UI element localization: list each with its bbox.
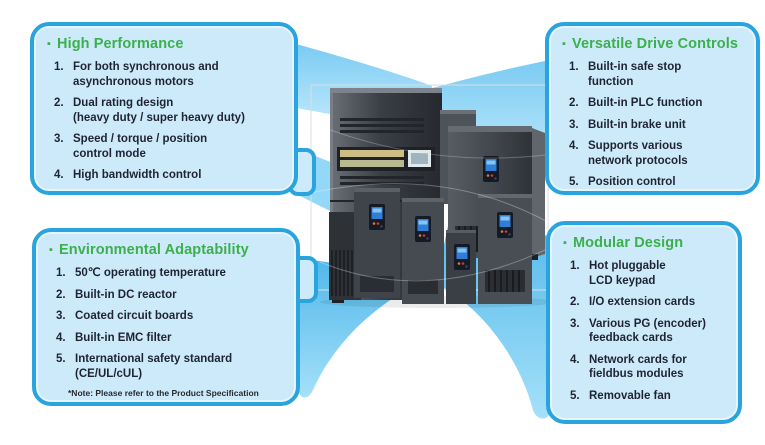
item-text: Built-in safe stop function (588, 61, 682, 88)
item-number: 1. (569, 61, 579, 73)
list-item: 5. Position control (562, 175, 750, 190)
list-item: 2. Built-in PLC function (562, 96, 750, 111)
item-number: 3. (56, 310, 66, 322)
vfd-product-family-illustration (249, 88, 626, 308)
item-text: Position control (588, 176, 676, 188)
callout-title-text: Modular Design (573, 235, 684, 251)
list-item: 2. Dual rating design (heavy duty / supe… (47, 96, 288, 125)
item-text: Built-in DC reactor (75, 288, 177, 301)
list-item: 2. Built-in DC reactor (49, 288, 290, 303)
small-drive-cluster (329, 188, 532, 304)
callout-versatile-drive-controls: ▪ Versatile Drive Controls 1. Built-in s… (545, 22, 760, 195)
item-number: 3. (570, 317, 580, 330)
item-number: 5. (570, 389, 580, 402)
item-text: Coated circuit boards (75, 310, 194, 322)
item-text: I/O extension cards (589, 296, 696, 308)
item-text: Dual rating design (heavy duty / super h… (73, 97, 245, 124)
square-bullet-icon: ▪ (47, 38, 51, 50)
item-text: Speed / torque / position control mode (73, 133, 208, 160)
callout-high-performance: ▪ High Performance 1. For both synchrono… (30, 22, 298, 195)
item-text: For both synchronous and asynchronous mo… (73, 61, 219, 88)
feature-list: 1. 50℃ operating temperature 2. Built-in… (49, 266, 290, 381)
item-number: 5. (56, 353, 66, 365)
item-number: 4. (569, 140, 579, 152)
list-item: 1. For both synchronous and asynchronous… (47, 60, 288, 89)
list-item: 4. High bandwidth control (47, 168, 288, 183)
item-number: 2. (569, 97, 579, 109)
item-text: Hot pluggable LCD keypad (589, 260, 666, 287)
item-text: Built-in PLC function (588, 97, 703, 109)
callout-title-text: Environmental Adaptability (59, 242, 249, 258)
item-text: Built-in brake unit (588, 118, 686, 131)
item-number: 2. (54, 97, 64, 109)
square-bullet-icon: ▪ (562, 38, 566, 50)
list-item: 3. Various PG (encoder) feedback cards (563, 317, 732, 346)
callout-title: ▪ Versatile Drive Controls (562, 36, 750, 52)
callout-title-text: High Performance (57, 36, 184, 52)
callout-environmental-adaptability: ▪ Environmental Adaptability 1. 50℃ oper… (32, 228, 300, 406)
callout-title: ▪ High Performance (47, 36, 288, 52)
item-number: 4. (54, 169, 64, 181)
callout-modular-design: ▪ Modular Design 1. Hot pluggable LCD ke… (546, 221, 742, 424)
list-item: 3. Built-in brake unit (562, 118, 750, 133)
item-number: 5. (569, 176, 579, 188)
item-text: 50℃ operating temperature (75, 267, 226, 279)
list-item: 4. Supports various network protocols (562, 139, 750, 168)
list-item: 4. Network cards for fieldbus modules (563, 353, 732, 382)
item-number: 1. (56, 267, 66, 279)
feature-list: 1. For both synchronous and asynchronous… (47, 60, 288, 183)
square-bullet-icon: ▪ (49, 244, 53, 256)
feature-list: 1. Hot pluggable LCD keypad 2. I/O exten… (563, 259, 732, 403)
list-item: 1. 50℃ operating temperature (49, 266, 290, 281)
feature-list: 1. Built-in safe stop function 2. Built-… (562, 60, 750, 190)
item-text: Removable fan (589, 389, 671, 402)
callout-title-text: Versatile Drive Controls (572, 36, 738, 52)
item-number: 2. (56, 288, 66, 301)
item-text: Network cards for fieldbus modules (589, 353, 687, 381)
item-text: Various PG (encoder) feedback cards (589, 317, 706, 345)
callout-title: ▪ Environmental Adaptability (49, 242, 290, 258)
item-number: 4. (56, 331, 66, 344)
list-item: 1. Built-in safe stop function (562, 60, 750, 89)
item-text: Supports various network protocols (588, 140, 688, 167)
item-number: 1. (54, 61, 64, 73)
item-text: Built-in EMC filter (75, 331, 172, 344)
item-text: International safety standard (CE/UL/cUL… (75, 353, 233, 380)
list-item: 4. Built-in EMC filter (49, 331, 290, 346)
item-number: 3. (569, 118, 579, 131)
list-item: 2. I/O extension cards (563, 295, 732, 310)
item-number: 2. (570, 296, 580, 308)
list-item: 1. Hot pluggable LCD keypad (563, 259, 732, 288)
square-bullet-icon: ▪ (563, 237, 567, 249)
note-text: *Note: Please refer to the Product Speci… (68, 388, 259, 398)
list-item: 5. International safety standard (CE/UL/… (49, 352, 290, 381)
item-number: 3. (54, 133, 64, 145)
callout-title: ▪ Modular Design (563, 235, 732, 251)
item-text: High bandwidth control (73, 169, 202, 181)
list-item: 3. Speed / torque / position control mod… (47, 132, 288, 161)
list-item: 5. Removable fan (563, 389, 732, 404)
item-number: 1. (570, 260, 580, 272)
item-number: 4. (570, 353, 580, 366)
list-item: 3. Coated circuit boards (49, 309, 290, 324)
